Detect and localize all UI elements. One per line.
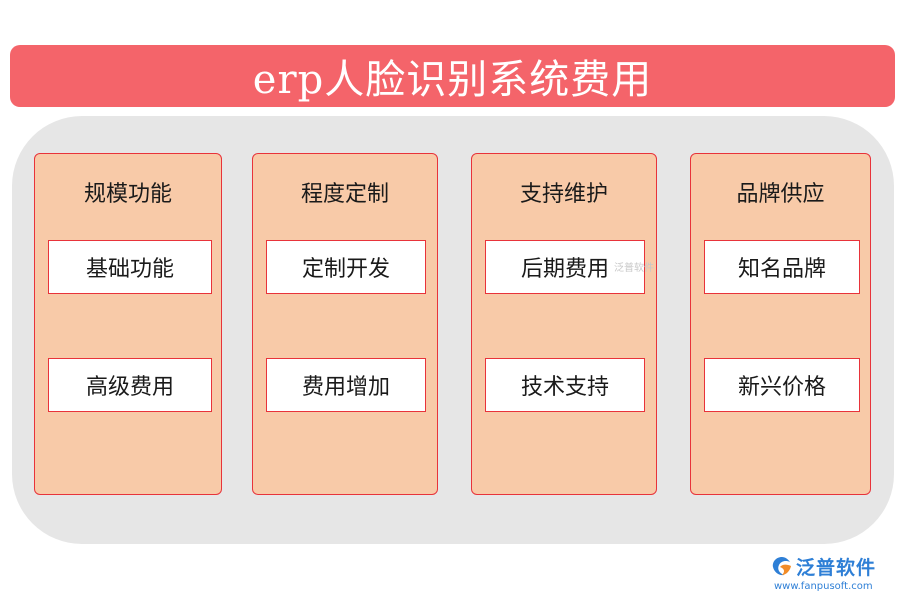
logo-icon [772,557,791,576]
column-heading: 支持维护 [519,182,608,207]
column-customization: 程度定制 定制开发 费用增加 [252,153,438,495]
logo-url: www.fanpusoft.com [774,581,873,592]
diagram-title: erp人脸识别系统费用 [252,57,653,103]
watermark-text: 泛普软件 [614,263,654,274]
column-heading: 品牌供应 [736,182,825,207]
brand-logo: 泛普软件 www.fanpusoft.com [770,552,892,596]
column-heading: 规模功能 [83,182,172,207]
column-support-maintenance: 支持维护 后期费用 技术支持 [471,153,657,495]
item-box: 后期费用 [485,240,645,294]
column-scale-function: 规模功能 基础功能 高级费用 [34,153,222,495]
item-box: 定制开发 [266,240,426,294]
item-box: 高级费用 [48,358,212,412]
title-banner: erp人脸识别系统费用 [10,45,895,107]
item-box: 费用增加 [266,358,426,412]
item-box: 基础功能 [48,240,212,294]
logo-name: 泛普软件 [796,557,877,579]
item-box: 新兴价格 [704,358,860,412]
column-brand-supply: 品牌供应 知名品牌 新兴价格 [690,153,871,495]
item-box: 技术支持 [485,358,645,412]
column-heading: 程度定制 [300,182,389,207]
item-box: 知名品牌 [704,240,860,294]
